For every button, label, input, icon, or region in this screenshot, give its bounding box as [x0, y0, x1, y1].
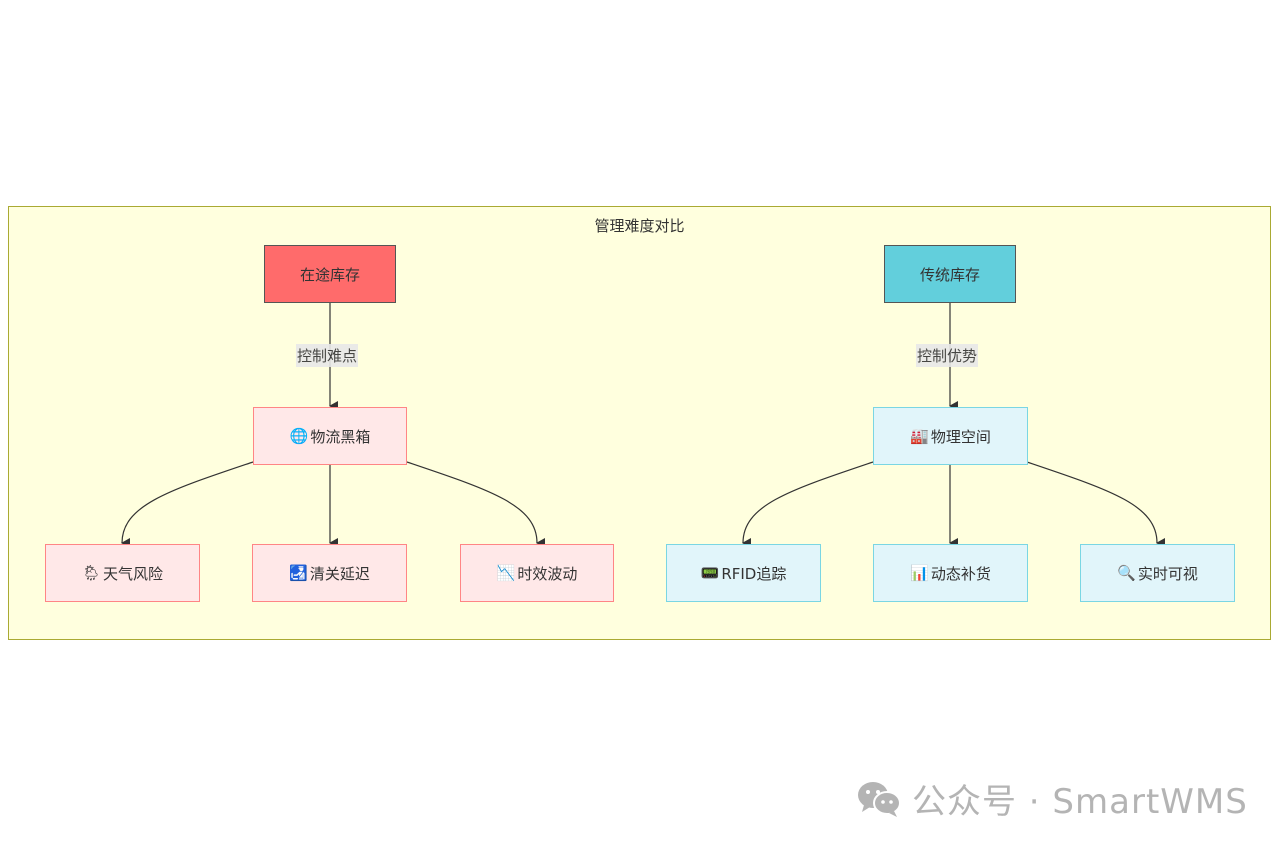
edge-right-mid-leaf1 [742, 461, 874, 549]
chart-down-icon: 📉 [496, 564, 516, 582]
node-timeliness-fluctuation[interactable]: 📉 时效波动 [460, 544, 614, 602]
pager-icon: 📟 [700, 564, 720, 582]
cluster-title: 管理难度对比 [594, 217, 685, 235]
edge-label-control-advantage: 控制优势 [916, 344, 979, 367]
watermark: 公众号 · SmartWMS [856, 774, 1248, 823]
comparison-cluster: 管理难度对比 [8, 206, 1271, 640]
node-logistics-blackbox[interactable]: 🌐 物流黑箱 [253, 407, 407, 465]
node-label: 实时可视 [1137, 564, 1198, 583]
node-traditional-inventory[interactable]: 传统库存 [884, 245, 1016, 303]
edge-right-mid-leaf3 [1026, 461, 1166, 548]
wechat-icon [856, 779, 904, 819]
watermark-text: 公众号 · SmartWMS [912, 782, 1248, 822]
node-physical-space[interactable]: 🏭 物理空间 [873, 407, 1028, 465]
edge-left-mid-leaf1 [121, 461, 254, 549]
weather-icon: 🌦 [81, 564, 102, 582]
node-label: 时效波动 [517, 564, 578, 583]
globe-icon: 🌐 [289, 427, 309, 445]
factory-icon: 🏭 [910, 427, 929, 445]
magnifier-icon: 🔍 [1117, 564, 1136, 582]
node-label: RFID追踪 [721, 564, 787, 583]
node-label: 天气风险 [103, 564, 164, 583]
node-label: 动态补货 [930, 564, 991, 583]
node-label: 清关延迟 [309, 564, 370, 583]
node-rfid-tracking[interactable]: 📟 RFID追踪 [666, 544, 821, 602]
node-in-transit-inventory[interactable]: 在途库存 [264, 245, 396, 303]
node-label: 在途库存 [299, 265, 360, 284]
node-label: 传统库存 [919, 265, 980, 284]
node-realtime-visibility[interactable]: 🔍 实时可视 [1080, 544, 1235, 602]
edge-left-mid-leaf3 [406, 461, 546, 548]
customs-icon: 🛃 [289, 564, 308, 582]
node-label: 物理空间 [930, 427, 991, 446]
node-dynamic-replenishment[interactable]: 📊 动态补货 [873, 544, 1028, 602]
node-customs-delay[interactable]: 🛃 清关延迟 [252, 544, 407, 602]
edge-label-control-difficulty: 控制难点 [296, 344, 359, 367]
node-weather-risk[interactable]: 🌦 天气风险 [45, 544, 200, 602]
bar-chart-icon: 📊 [910, 564, 929, 582]
node-label: 物流黑箱 [310, 427, 371, 446]
